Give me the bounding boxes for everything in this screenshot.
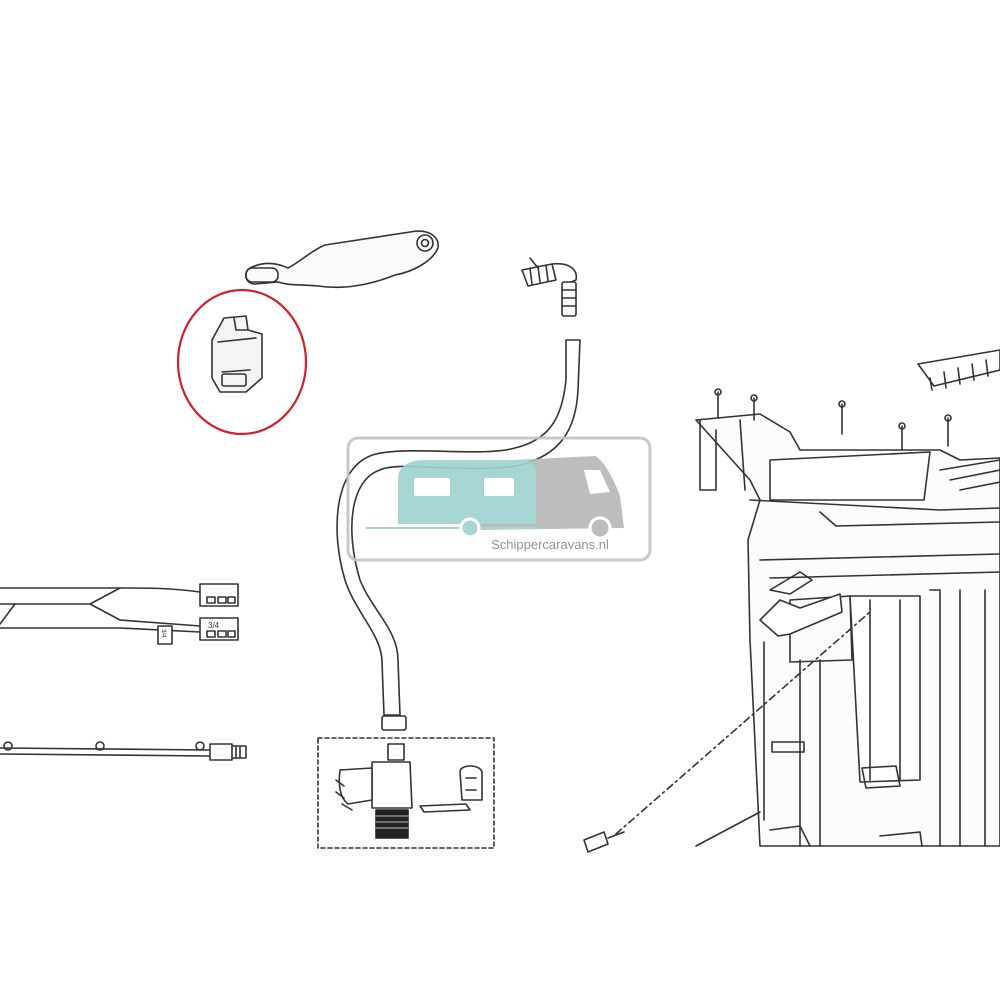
switch-cover-part [211,315,263,393]
watermark-frame [346,436,652,562]
watermark-logo: Schippercaravans.nl [346,436,652,562]
valve-assembly-box [317,737,495,849]
watermark-text: Schippercaravans.nl [491,537,609,552]
connector-label-bottom: 3/4 [208,621,220,630]
wiring-harness-lower [0,741,247,761]
water-valve-part [335,743,483,839]
lever-arm-part [245,230,439,289]
splice-tag-label: 3/4 [160,629,166,638]
hose-end-sleeve [381,715,407,731]
caravan-silhouette [398,460,536,524]
appliance-body [695,349,1000,847]
elbow-connector-part [521,257,578,317]
sensor-probe-part [583,611,871,853]
highlight-circle [176,288,308,436]
wiring-harness-upper [0,583,239,645]
